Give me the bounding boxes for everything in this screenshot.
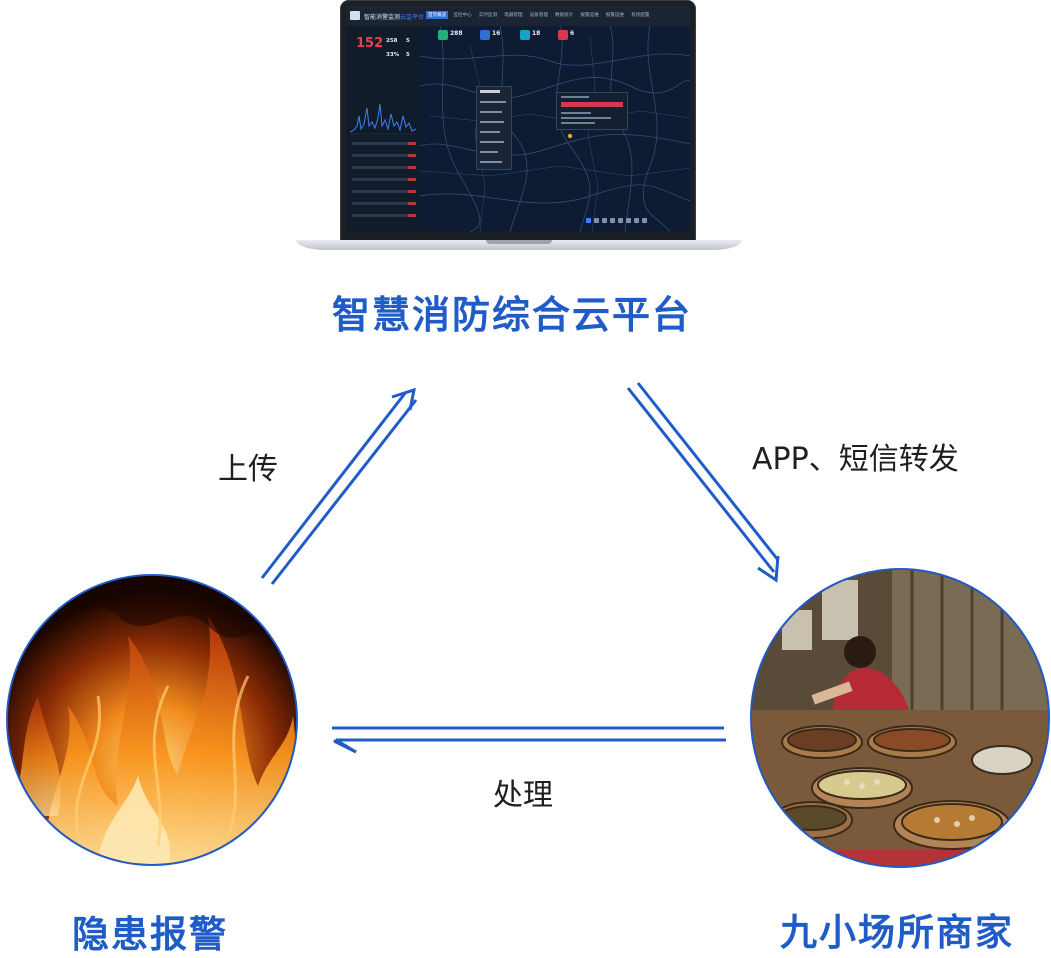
kpi-3: 33%: [386, 52, 400, 58]
dashboard-left-panel: 152 258 5 33% 5: [346, 26, 421, 232]
kpi-2: 5: [406, 38, 410, 44]
dashboard-header: 智能消警监测云监平台 首页概览监控中心 实时监测 电器管理 设备管理 数据统计 报警运维 报…: [346, 6, 690, 27]
dashboard-tab[interactable]: 监控中心: [453, 13, 472, 18]
dashboard-tab[interactable]: 电器管理: [504, 13, 523, 18]
alarm-list-item[interactable]: [352, 178, 416, 181]
kpi-1: 258: [386, 38, 398, 44]
stat-tile-icon: [480, 30, 490, 40]
laptop-lid: 智能消警监测云监平台 首页概览监控中心 实时监测 电器管理 设备管理 数据统计 报警运维 报…: [340, 0, 696, 242]
hazard-label: 隐患报警: [72, 913, 228, 956]
dashboard-title-main: 智能消警监测: [364, 14, 401, 21]
upload-label: 上传: [218, 452, 278, 487]
stat-value: 288: [450, 30, 463, 37]
forward-arrow: [626, 382, 780, 583]
dashboard-tab[interactable]: 系统配置: [631, 13, 650, 18]
trend-sparkline: [350, 103, 416, 135]
handle-arrow: [332, 726, 726, 754]
handle-label: 处理: [493, 778, 553, 813]
laptop-dashboard: 智能消警监测云监平台 首页概览监控中心 实时监测 电器管理 设备管理 数据统计 报警运维 报…: [296, 0, 742, 252]
dashboard-tab[interactable]: 设备管理: [529, 13, 548, 18]
stat-tile-icon: [438, 30, 448, 40]
market-stall-photo: [750, 568, 1050, 868]
dashboard-title-accent: 云监平台: [400, 14, 425, 21]
stat-value: 6: [570, 30, 575, 37]
laptop-notch: [486, 240, 552, 244]
forward-label: APP、短信转发: [752, 442, 959, 477]
dashboard-tab[interactable]: 实时监测: [478, 13, 498, 18]
stat-tile-icon: [520, 30, 530, 40]
app-logo-icon: [350, 11, 360, 20]
alarm-list-item[interactable]: [352, 142, 416, 145]
dashboard-title: 智能消警监测云监平台: [364, 12, 424, 21]
alarm-detail-popup[interactable]: [556, 92, 628, 130]
alarm-list-item[interactable]: [352, 202, 416, 205]
dashboard-tab[interactable]: 数据统计: [554, 13, 574, 18]
alarm-list-item[interactable]: [352, 190, 416, 193]
stat-value: 18: [532, 30, 541, 37]
merchant-label: 九小场所商家: [780, 911, 1014, 954]
dashboard-tab[interactable]: 报警运维: [605, 13, 625, 18]
alarm-total: 152: [356, 36, 384, 51]
map-toolbar[interactable]: [586, 218, 647, 223]
alarm-list-item[interactable]: [352, 166, 416, 169]
fire-flames-icon: [8, 576, 296, 864]
market-stall-icon: [752, 570, 1048, 866]
stat-value: 16: [492, 30, 501, 37]
laptop-base: [296, 240, 742, 250]
platform-label: 智慧消防综合云平台: [332, 293, 693, 337]
fire-photo: [6, 574, 298, 866]
upload-arrow: [260, 387, 418, 585]
city-map[interactable]: [420, 26, 690, 232]
device-list-popup[interactable]: [476, 86, 512, 170]
dashboard-tab[interactable]: 报警运维: [580, 13, 599, 18]
dashboard-tabs: 首页概览监控中心 实时监测 电器管理 设备管理 数据统计 报警运维 报警运维 系统配置: [426, 11, 652, 19]
dashboard-screen: 智能消警监测云监平台 首页概览监控中心 实时监测 电器管理 设备管理 数据统计 报警运维 报…: [346, 6, 690, 232]
alarm-list-item[interactable]: [352, 154, 416, 157]
kpi-4: 5: [406, 52, 410, 58]
alarm-list-item[interactable]: [352, 214, 416, 217]
dashboard-tab[interactable]: 首页概览: [426, 11, 449, 19]
stat-tile-icon: [558, 30, 568, 40]
